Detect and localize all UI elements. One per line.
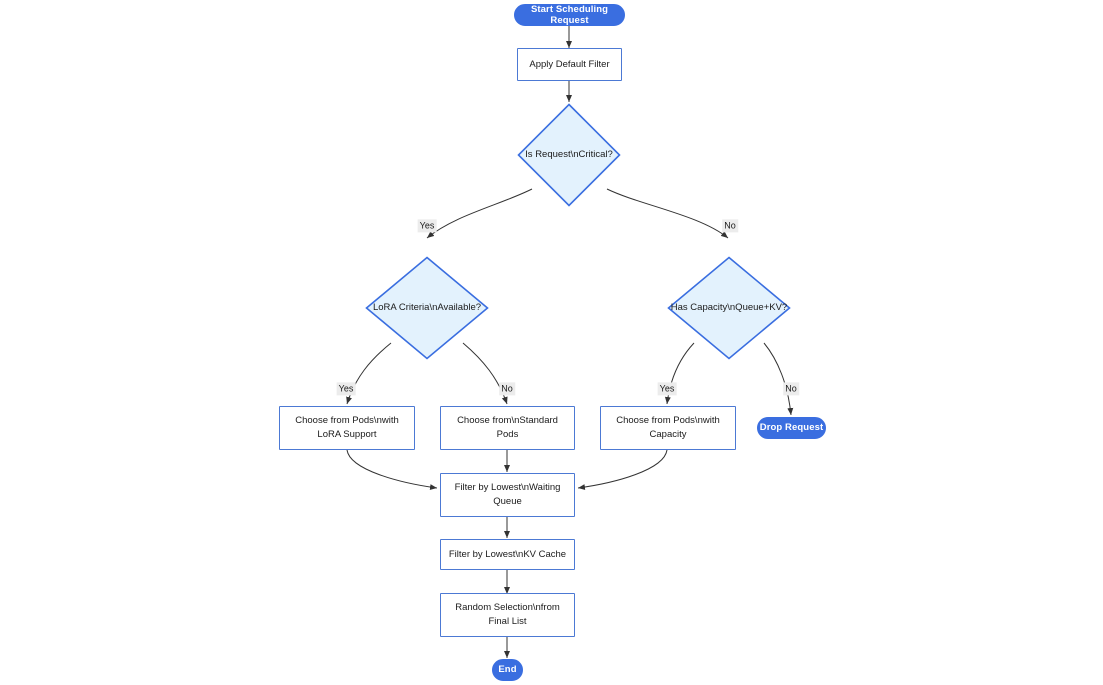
node-has-capacity-queue-kv[interactable]: Has Capacity\nQueue+KV? <box>667 256 791 360</box>
node-is-request-critical[interactable]: Is Request\nCritical? <box>517 103 621 207</box>
node-label-line-2: Queue <box>493 496 522 507</box>
diamond-shape-icon <box>365 256 489 360</box>
node-label: Is Request\nCritical? <box>525 148 613 160</box>
diamond-shape-icon <box>667 256 791 360</box>
node-label-line-2: Final List <box>488 616 527 627</box>
node-label: Drop Request <box>759 422 824 434</box>
edge-label-critical-no: No <box>722 219 738 233</box>
node-filter-by-lowest-kv-cache[interactable]: Filter by Lowest\nKV Cache <box>440 539 575 570</box>
node-label-line-2: Capacity <box>649 429 687 440</box>
edge-label-lora-yes: Yes <box>336 382 356 396</box>
node-label-line-2: Pods <box>496 429 519 440</box>
node-end[interactable]: End <box>492 659 523 681</box>
node-choose-from-pods-with-capacity[interactable]: Choose from Pods\nwith Capacity <box>600 406 736 450</box>
node-label: Filter by Lowest\nKV Cache <box>448 548 567 560</box>
edge-critical-to-capacity <box>606 188 729 239</box>
edge-pods-lora-to-filter-queue <box>346 449 438 491</box>
node-label-line-2: LoRA Support <box>317 429 377 440</box>
node-apply-default-filter[interactable]: Apply Default Filter <box>517 48 622 81</box>
edge-label-capacity-yes: Yes <box>657 382 677 396</box>
node-start-scheduling-request[interactable]: Start Scheduling Request <box>514 4 625 26</box>
node-choose-from-standard-pods[interactable]: Choose from\nStandard Pods <box>440 406 575 450</box>
node-label: Apply Default Filter <box>529 58 610 70</box>
node-lora-criteria-available[interactable]: LoRA Criteria\nAvailable? <box>365 256 489 360</box>
node-drop-request[interactable]: Drop Request <box>757 417 826 439</box>
node-label-line-1: Random Selection\nfrom <box>455 602 560 614</box>
edge-label-critical-yes: Yes <box>417 219 437 233</box>
node-label: LoRA Criteria\nAvailable? <box>372 301 482 313</box>
node-label: Start Scheduling Request <box>530 3 609 26</box>
diamond-shape-icon <box>517 103 621 207</box>
node-random-selection-from-final-list[interactable]: Random Selection\nfrom Final List <box>440 593 575 637</box>
edge-pods-cap-to-filter-queue <box>577 449 668 491</box>
node-label: End <box>498 664 517 676</box>
edge-label-lora-no: No <box>499 382 515 396</box>
node-filter-by-lowest-waiting-queue[interactable]: Filter by Lowest\nWaiting Queue <box>440 473 575 517</box>
node-label-line-1: Filter by Lowest\nWaiting <box>454 482 561 494</box>
node-label-line-1: Choose from Pods\nwith <box>616 415 720 427</box>
node-label: Has Capacity\nQueue+KV? <box>670 301 788 313</box>
node-label-line-1: Choose from Pods\nwith <box>295 415 399 427</box>
edge-label-capacity-no: No <box>783 382 799 396</box>
node-label-line-1: Choose from\nStandard <box>457 415 558 427</box>
node-choose-from-pods-with-lora-support[interactable]: Choose from Pods\nwith LoRA Support <box>279 406 415 450</box>
